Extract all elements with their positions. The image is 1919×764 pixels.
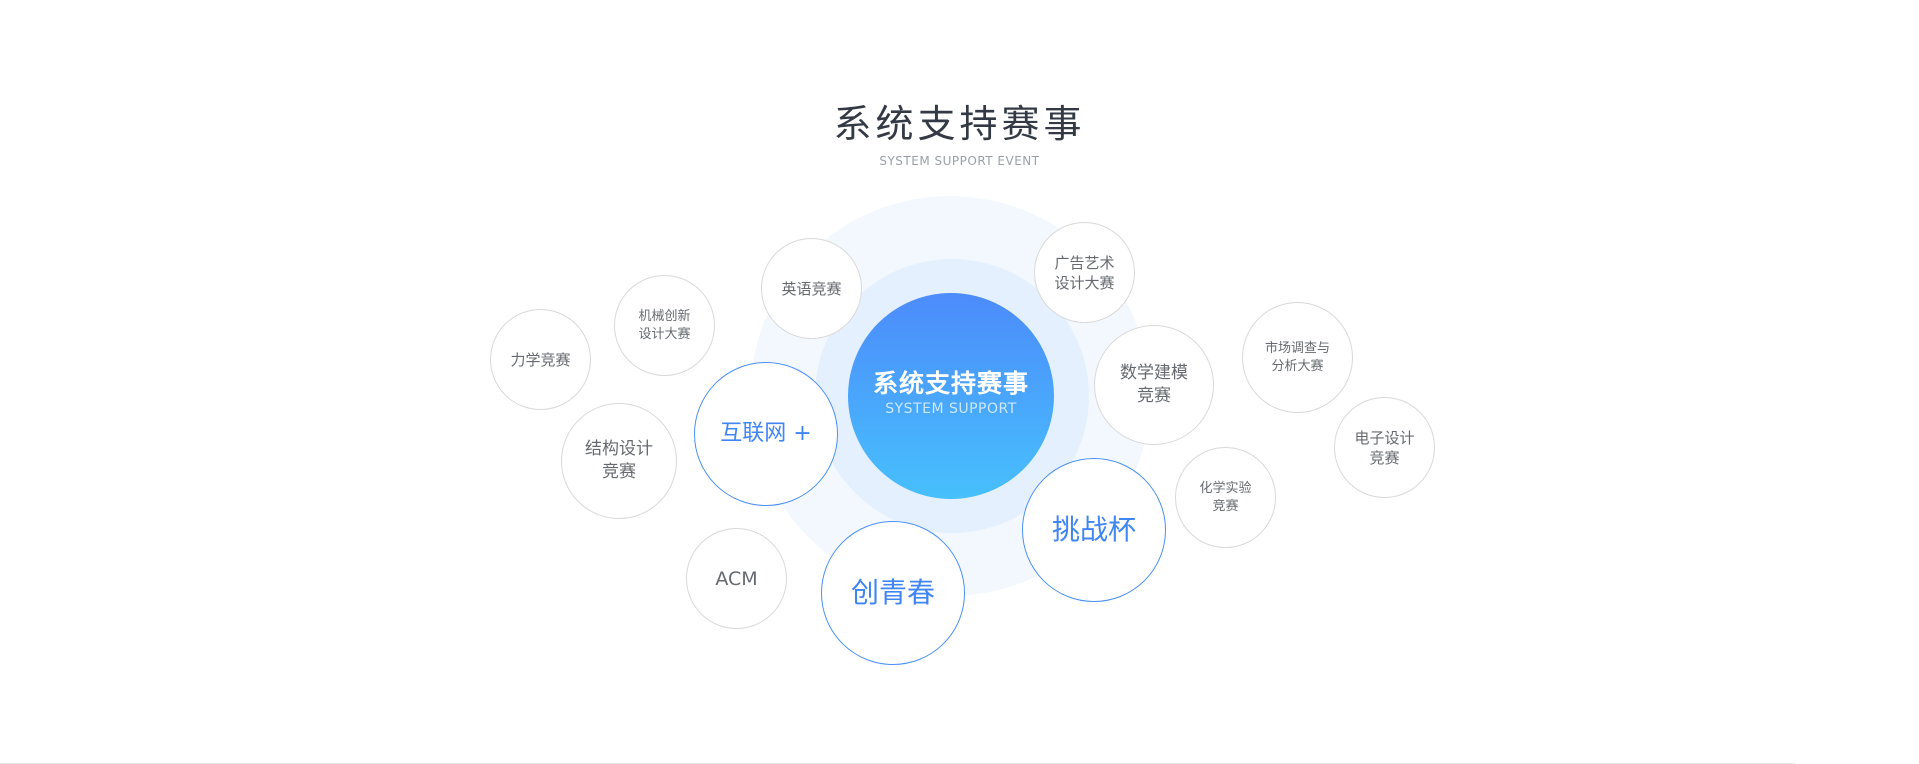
bubble-label: 化学实验 竞赛 [1199,480,1252,514]
section-title: 系统支持赛事 [833,102,1086,146]
bubble-label: 力学竞赛 [510,350,571,369]
bubble-label: 挑战杯 [1051,513,1136,546]
center-circle: 系统支持赛事 SYSTEM SUPPORT [848,293,1054,499]
bubble-electronic-design[interactable]: 电子设计 竞赛 [1334,397,1435,498]
bubble-label: 市场调查与 分析大赛 [1264,340,1330,374]
bubble-mechanics[interactable]: 力学竞赛 [490,309,591,410]
bubble-market-survey[interactable]: 市场调查与 分析大赛 [1242,302,1353,413]
bubble-structure-design[interactable]: 结构设计 竞赛 [561,403,677,519]
bubble-label: 结构设计 竞赛 [585,439,653,482]
bubble-acm[interactable]: ACM [686,528,787,629]
bubble-advertising-art[interactable]: 广告艺术 设计大赛 [1034,222,1135,323]
bubble-internet-plus[interactable]: 互联网 + [694,362,838,506]
bubble-label: 广告艺术 设计大赛 [1054,253,1115,292]
bubble-label: 数学建模 竞赛 [1120,363,1188,406]
center-subtitle: SYSTEM SUPPORT [885,401,1017,417]
bubble-label: 电子设计 竞赛 [1354,428,1415,467]
center-title: 系统支持赛事 [872,369,1029,398]
bubble-label: 机械创新 设计大赛 [638,308,691,342]
bubble-label: ACM [715,567,758,590]
bubble-label: 创青春 [850,576,935,609]
bubble-english[interactable]: 英语竞赛 [761,238,862,339]
bubble-label: 英语竞赛 [781,279,842,298]
bubble-label: 互联网 + [720,421,812,446]
bubble-mechanical-innovation[interactable]: 机械创新 设计大赛 [614,275,715,376]
bubble-chuangqingchun[interactable]: 创青春 [821,521,965,665]
section-subtitle: SYSTEM SUPPORT EVENT [879,154,1040,168]
bubble-math-modeling[interactable]: 数学建模 竞赛 [1094,325,1214,445]
bubble-chemistry-experiment[interactable]: 化学实验 竞赛 [1175,447,1276,548]
bubble-challenge-cup[interactable]: 挑战杯 [1022,458,1166,602]
